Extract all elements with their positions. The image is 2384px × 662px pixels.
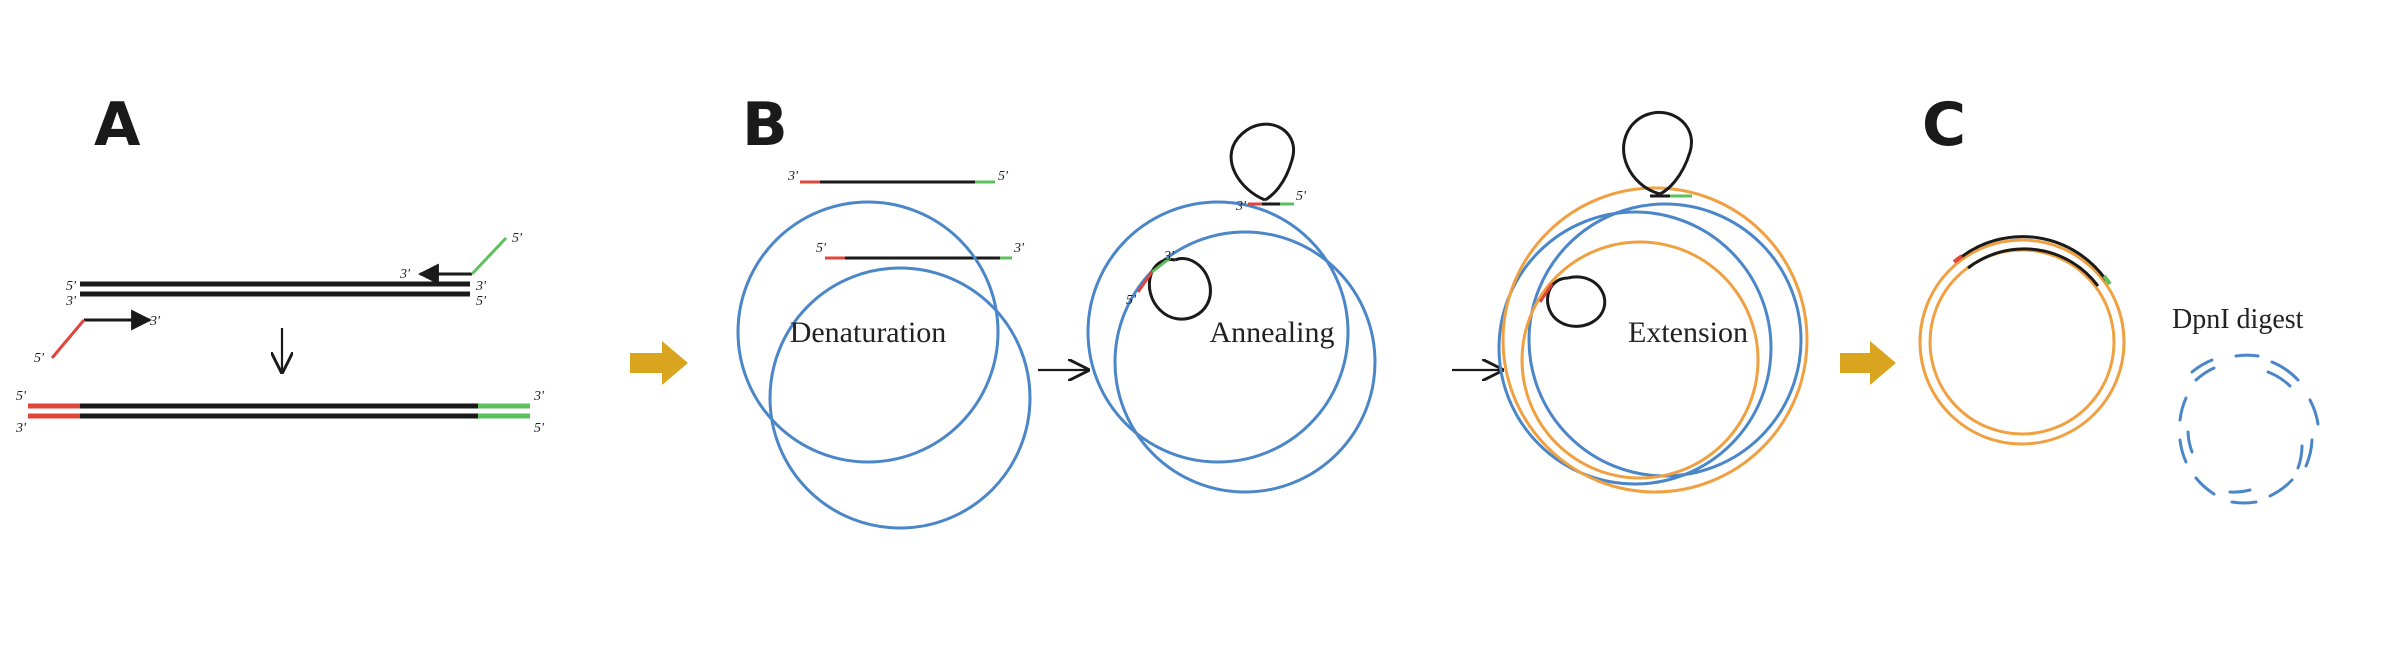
stage-denaturation: 3' 5' 5' 3' Denaturation	[736, 169, 1032, 530]
end-label-3-left-bottom: 3'	[15, 421, 27, 436]
end-label-3-right-bottom: 3'	[533, 389, 545, 404]
end-label-5-right-bottom: 5'	[534, 421, 545, 436]
mutated-plasmid	[1918, 235, 2126, 446]
digested-template-fragments	[2178, 353, 2320, 505]
denaturation-label: Denaturation	[790, 316, 947, 349]
end-label-3-left-top: 3'	[65, 294, 77, 309]
denat-primer1-3-label: 3'	[787, 169, 799, 184]
reverse-primer: 3' 5'	[399, 231, 523, 285]
mutated-plasmid-outer-strand	[1918, 238, 2126, 446]
mutated-duplex-bottom: 5' 3' 3' 5'	[15, 389, 545, 436]
anneal-left-5-label: 5'	[1126, 293, 1137, 308]
extension-new-strand-inner	[1520, 240, 1760, 480]
block-arrow-right-icon	[1840, 341, 1896, 385]
denat-primer2-3-label: 3'	[1013, 241, 1025, 256]
forward-primer-3-label: 3'	[149, 314, 161, 329]
template-plasmid-strand-1	[736, 200, 1000, 464]
annealing-plasmid-strand-2	[1113, 230, 1377, 494]
mutated-plasmid-inner-strand	[1928, 248, 2116, 436]
annealing-primer-loop-top	[1229, 122, 1296, 202]
panel-a: A 5' 3' 3' 5' 3' 5' 3' 5'	[15, 90, 545, 436]
extension-template-strand-1	[1497, 210, 1773, 486]
extension-primer-loop-left	[1546, 275, 1607, 328]
extension-primer-loop-top	[1622, 111, 1693, 196]
end-label-5-right-top: 5'	[476, 294, 487, 309]
stage-annealing: 3' 5' 5' 3' Annealing	[1086, 122, 1377, 494]
template-plasmid-strand-2	[768, 266, 1032, 530]
reverse-primer-3-label: 3'	[399, 267, 411, 282]
mutated-region-inner	[1967, 247, 2100, 287]
stage-extension: Extension	[1497, 111, 1809, 494]
denat-primer2-5-label: 5'	[816, 241, 827, 256]
panel-c: C DpnI digest	[1918, 90, 2320, 505]
anneal-left-3-label: 3'	[1163, 249, 1175, 264]
anneal-top-3-label: 3'	[1235, 199, 1247, 214]
panel-c-letter: C	[1922, 90, 1966, 160]
end-label-5-left-top: 5'	[66, 279, 77, 294]
end-label-3-right-top: 3'	[475, 279, 487, 294]
extension-label: Extension	[1628, 316, 1748, 349]
panel-a-letter: A	[94, 90, 141, 160]
panel-b: B 3' 5' 5' 3' Denaturation 3'	[736, 90, 1809, 530]
anneal-top-5-label: 5'	[1296, 189, 1307, 204]
extension-new-strand-outer	[1501, 186, 1809, 494]
mutated-region-outer	[1959, 235, 2108, 281]
forward-primer: 3' 5'	[34, 309, 161, 366]
reverse-primer-5-label: 5'	[512, 231, 523, 246]
template-duplex-top: 5' 3' 3' 5'	[65, 279, 487, 309]
annealing-label: Annealing	[1210, 316, 1335, 349]
denat-primer1-5-label: 5'	[998, 169, 1009, 184]
panel-b-letter: B	[742, 90, 788, 160]
end-label-5-left-bottom: 5'	[16, 389, 27, 404]
dpni-digest-label: DpnI digest	[2172, 304, 2304, 335]
forward-primer-5-label: 5'	[34, 351, 45, 366]
annealing-plasmid-strand-1	[1086, 200, 1350, 464]
block-arrow-right-icon	[630, 341, 688, 385]
